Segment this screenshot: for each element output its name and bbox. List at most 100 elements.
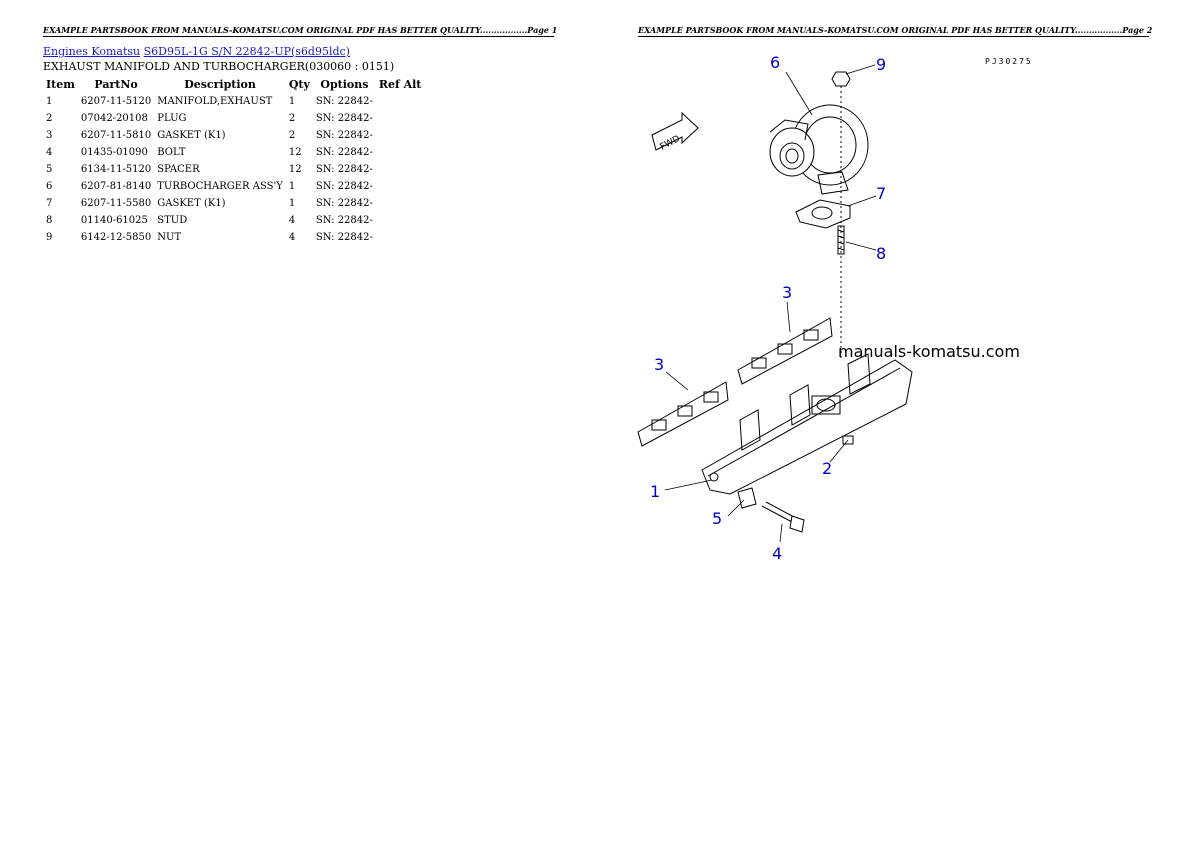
- table-header-row: Item PartNo Description Qty Options Ref …: [43, 76, 424, 93]
- parts-table: Item PartNo Description Qty Options Ref …: [43, 76, 424, 246]
- section-title: EXHAUST MANIFOLD AND TURBOCHARGER(030060…: [43, 60, 395, 73]
- cell-partno: 6207-11-5120: [80, 96, 152, 107]
- cell-ref-alt: [376, 178, 425, 195]
- cell-description: MANIFOLD,EXHAUST: [157, 96, 273, 107]
- cell-ref-alt: [376, 144, 425, 161]
- breadcrumb-link-model[interactable]: S6D95L-1G S/N 22842-UP(s6d95ldc): [143, 45, 350, 58]
- cell-ref-alt: [376, 161, 425, 178]
- breadcrumb-link-engines[interactable]: Engines Komatsu: [43, 45, 141, 58]
- callout-2: 2: [822, 459, 832, 478]
- cell-qty: 2: [288, 113, 296, 124]
- cell-item: 9: [46, 232, 53, 243]
- cell-options: SN: 22842-: [315, 113, 373, 124]
- callout-4: 4: [772, 544, 782, 563]
- cell-description: SPACER: [157, 164, 200, 175]
- cell-ref-alt: [376, 212, 425, 229]
- cell-description: BOLT: [157, 147, 186, 158]
- cell-options: SN: 22842-: [315, 215, 373, 226]
- cell-qty: 4: [288, 232, 296, 243]
- diagram-code: PJ30275: [985, 57, 1033, 66]
- nut-drawing: [831, 71, 851, 87]
- cell-description: TURBOCHARGER ASS'Y: [157, 181, 283, 192]
- cell-description: PLUG: [157, 113, 187, 124]
- cell-partno: 01435-01090: [80, 147, 148, 158]
- cell-qty: 1: [288, 198, 296, 209]
- column-header-options: Options: [320, 78, 369, 91]
- cell-ref-alt: [376, 93, 425, 110]
- cell-partno: 07042-20108: [80, 113, 148, 124]
- cell-ref-alt: [376, 127, 425, 144]
- table-row: 8 01140-61025 STUD 4 SN: 22842-: [43, 212, 424, 229]
- column-header-partno: PartNo: [94, 78, 138, 91]
- callout-9: 9: [876, 55, 886, 74]
- column-header-qty: Qty: [288, 78, 310, 91]
- cell-options: SN: 22842-: [315, 232, 373, 243]
- manifold-gasket-upper: [737, 317, 833, 385]
- cell-item: 8: [46, 215, 53, 226]
- cell-description: GASKET (K1): [157, 198, 226, 209]
- cell-description: NUT: [157, 232, 182, 243]
- callout-3-upper: 3: [782, 283, 792, 302]
- table-row: 2 07042-20108 PLUG 2 SN: 22842-: [43, 110, 424, 127]
- column-header-item: Item: [46, 78, 75, 91]
- column-header-ref-alt: Ref Alt: [378, 78, 422, 91]
- table-row: 7 6207-11-5580 GASKET (K1) 1 SN: 22842-: [43, 195, 424, 212]
- plug-drawing: [842, 435, 854, 445]
- cell-item: 2: [46, 113, 53, 124]
- cell-qty: 4: [288, 215, 296, 226]
- page-1-header: EXAMPLE PARTSBOOK FROM MANUALS-KOMATSU.C…: [43, 25, 558, 37]
- table-row: 3 6207-11-5810 GASKET (K1) 2 SN: 22842-: [43, 127, 424, 144]
- cell-qty: 1: [288, 96, 296, 107]
- callout-1: 1: [650, 482, 660, 501]
- column-header-description: Description: [184, 78, 256, 91]
- cell-options: SN: 22842-: [315, 198, 373, 209]
- table-row: 5 6134-11-5120 SPACER 12 SN: 22842-: [43, 161, 424, 178]
- callout-8: 8: [876, 244, 886, 263]
- callout-labels: 6 9 7 8 3 3 1 2 5 4: [650, 53, 886, 563]
- cell-qty: 12: [288, 147, 302, 158]
- cell-qty: 2: [288, 130, 296, 141]
- cell-partno: 6207-11-5580: [80, 198, 152, 209]
- cell-partno: 6142-12-5850: [80, 232, 152, 243]
- watermark: manuals-komatsu.com: [838, 342, 1020, 361]
- cell-item: 3: [46, 130, 53, 141]
- turbocharger-drawing: [769, 104, 869, 195]
- callout-7: 7: [876, 184, 886, 203]
- callout-6: 6: [770, 53, 780, 72]
- cell-ref-alt: [376, 195, 425, 212]
- cell-partno: 6207-81-8140: [80, 181, 152, 192]
- cell-options: SN: 22842-: [315, 96, 373, 107]
- cell-options: SN: 22842-: [315, 164, 373, 175]
- cell-ref-alt: [376, 110, 425, 127]
- cell-description: GASKET (K1): [157, 130, 226, 141]
- spacer-drawing: [737, 487, 757, 509]
- fwd-arrow-icon: [651, 111, 699, 151]
- cell-qty: 12: [288, 164, 302, 175]
- breadcrumb: Engines Komatsu S6D95L-1G S/N 22842-UP(s…: [43, 45, 350, 58]
- cell-item: 5: [46, 164, 53, 175]
- cell-partno: 6207-11-5810: [80, 130, 152, 141]
- exploded-parts-diagram: 6 9 7 8 3 3 1 2 5 4 PJ30275 FWD manuals-…: [637, 53, 1033, 563]
- cell-options: SN: 22842-: [315, 181, 373, 192]
- cell-ref-alt: [376, 229, 425, 246]
- cell-options: SN: 22842-: [315, 130, 373, 141]
- cell-item: 4: [46, 147, 53, 158]
- callout-3-lower: 3: [654, 355, 664, 374]
- stud-drawing: [837, 225, 845, 255]
- cell-qty: 1: [288, 181, 296, 192]
- turbo-gasket-drawing: [795, 199, 851, 229]
- cell-options: SN: 22842-: [315, 147, 373, 158]
- exhaust-manifold-drawing: [701, 353, 913, 495]
- bolt-drawing: [761, 501, 805, 533]
- table-row: 4 01435-01090 BOLT 12 SN: 22842-: [43, 144, 424, 161]
- callout-5: 5: [712, 509, 722, 528]
- page-2-header: EXAMPLE PARTSBOOK FROM MANUALS-KOMATSU.C…: [638, 25, 1153, 37]
- cell-item: 7: [46, 198, 53, 209]
- cell-partno: 6134-11-5120: [80, 164, 152, 175]
- table-row: 9 6142-12-5850 NUT 4 SN: 22842-: [43, 229, 424, 246]
- cell-description: STUD: [157, 215, 188, 226]
- manifold-gasket-lower: [637, 381, 729, 447]
- cell-partno: 01140-61025: [80, 215, 148, 226]
